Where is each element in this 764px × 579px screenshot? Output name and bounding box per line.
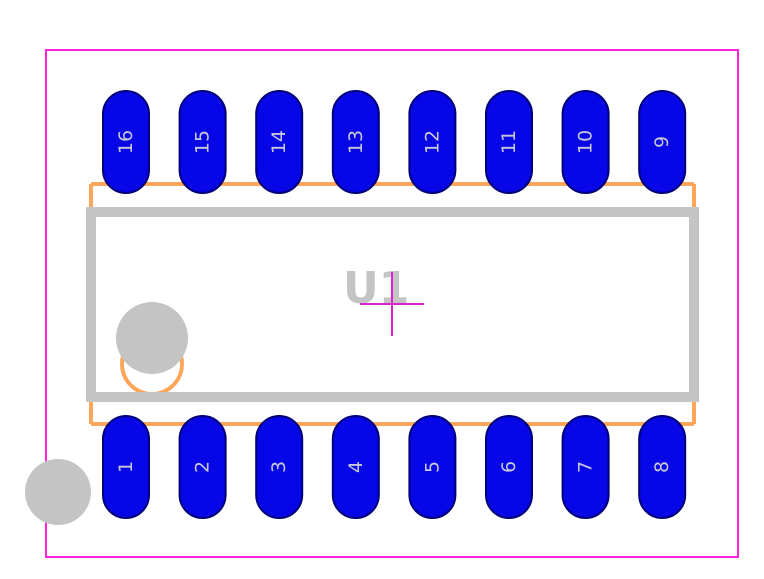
pad-4[interactable]: 4 — [331, 415, 380, 519]
pad-5-number: 5 — [421, 461, 443, 473]
pad-7[interactable]: 7 — [561, 415, 610, 519]
pin1-outside-indicator-dot — [25, 459, 91, 525]
pad-5[interactable]: 5 — [408, 415, 457, 519]
pad-13-number: 13 — [345, 130, 367, 154]
pad-5-copper — [408, 415, 457, 519]
pad-7-copper — [561, 415, 610, 519]
pad-1-number: 1 — [115, 461, 137, 473]
pad-13[interactable]: 13 — [331, 90, 380, 194]
reference-designator: U1 — [343, 263, 409, 314]
pad-11-copper — [485, 90, 533, 194]
pad-9-number: 9 — [651, 136, 673, 148]
pad-16-number: 16 — [115, 130, 137, 154]
pad-row-bottom: 1 2 3 4 5 6 7 8 — [102, 415, 687, 519]
pad-3[interactable]: 3 — [255, 415, 304, 519]
pad-6-number: 6 — [498, 461, 520, 473]
pad-15[interactable]: 15 — [178, 90, 227, 194]
pad-11[interactable]: 11 — [485, 90, 533, 194]
pad-14-number: 14 — [268, 130, 290, 154]
pad-2-number: 2 — [192, 461, 214, 473]
pad-2[interactable]: 2 — [178, 415, 227, 519]
pad-13-copper — [331, 90, 380, 194]
pin1-indicator-dot — [116, 302, 188, 374]
pad-14[interactable]: 14 — [255, 90, 304, 194]
pad-1[interactable]: 1 — [102, 415, 150, 519]
pad-16[interactable]: 16 — [102, 90, 150, 194]
pad-3-number: 3 — [268, 461, 290, 473]
pad-3-copper — [255, 415, 304, 519]
pad-row-top: 16 15 14 13 12 11 10 9 — [102, 90, 687, 194]
pad-12-number: 12 — [421, 130, 443, 154]
pad-14-copper — [255, 90, 304, 194]
pad-15-number: 15 — [192, 130, 214, 154]
pad-7-number: 7 — [575, 461, 597, 473]
pad-8-number: 8 — [651, 461, 673, 473]
courtyard-outline — [45, 49, 739, 558]
origin-crosshair-icon — [360, 272, 424, 336]
pad-6[interactable]: 6 — [485, 415, 533, 519]
silkscreen-body-outline — [86, 207, 699, 402]
pad-2-copper — [178, 415, 227, 519]
pad-10[interactable]: 10 — [561, 90, 610, 194]
pad-12-copper — [408, 90, 457, 194]
pad-4-number: 4 — [345, 461, 367, 473]
pad-11-number: 11 — [498, 130, 520, 154]
pad-10-number: 10 — [575, 130, 597, 154]
pad-1-copper — [102, 415, 150, 519]
pad-8-copper — [638, 415, 687, 519]
pad-6-copper — [485, 415, 533, 519]
pad-10-copper — [561, 90, 610, 194]
pad-15-copper — [178, 90, 227, 194]
pad-12[interactable]: 12 — [408, 90, 457, 194]
pad-8[interactable]: 8 — [638, 415, 687, 519]
pad-4-copper — [331, 415, 380, 519]
pad-16-copper — [102, 90, 150, 194]
pad-9[interactable]: 9 — [638, 90, 687, 194]
pad-9-copper — [638, 90, 687, 194]
